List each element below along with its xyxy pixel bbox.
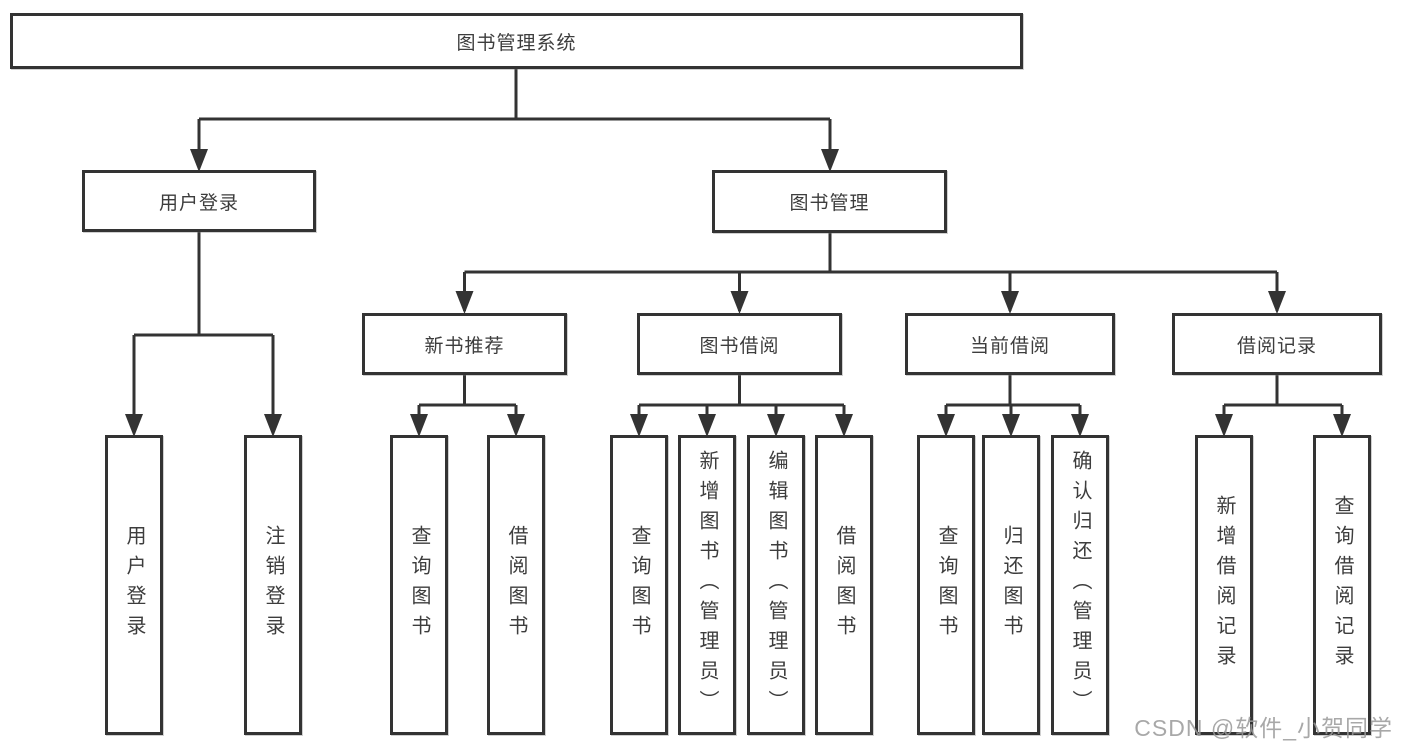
leaf-borrow-books: 借阅图书: [815, 435, 873, 735]
node-label: 编辑图书（管理员）: [765, 450, 787, 720]
node-label: 新书推荐: [424, 335, 505, 357]
leaf-confirm-return-admin: 确认归还（管理员）: [1051, 435, 1109, 735]
node-book-management-module: 图书管理: [712, 170, 947, 233]
node-label: 用户登录: [123, 525, 145, 645]
node-label: 借阅记录: [1236, 335, 1317, 357]
node-label: 图书管理: [789, 193, 870, 214]
node-root-system: 图书管理系统: [10, 13, 1023, 69]
node-current-borrowing: 当前借阅: [905, 313, 1115, 375]
node-label: 新增借阅记录: [1213, 495, 1235, 675]
node-label: 借阅图书: [505, 525, 527, 645]
node-label: 图书管理系统: [456, 32, 577, 54]
node-label: 借阅图书: [833, 525, 855, 645]
node-label: 查询借阅记录: [1331, 495, 1353, 675]
leaf-return-books: 归还图书: [982, 435, 1040, 735]
node-label: 注销登录: [262, 525, 284, 645]
leaf-query-borrow-record: 查询借阅记录: [1313, 435, 1371, 735]
node-label: 归还图书: [1000, 525, 1022, 645]
leaf-query-books-current: 查询图书: [917, 435, 975, 735]
leaf-query-books-borrow: 查询图书: [610, 435, 668, 735]
connector-arrowheads: [125, 149, 1351, 437]
node-book-borrowing: 图书借阅: [637, 313, 842, 375]
node-label: 新增图书（管理员）: [696, 450, 718, 720]
connector-lines: [132, 69, 1344, 433]
leaf-edit-books-admin: 编辑图书（管理员）: [747, 435, 805, 735]
node-borrowing-records: 借阅记录: [1172, 313, 1382, 375]
leaf-add-borrow-record: 新增借阅记录: [1195, 435, 1253, 735]
node-label: 确认归还（管理员）: [1069, 450, 1091, 720]
node-label: 用户登录: [158, 192, 239, 214]
node-label: 图书借阅: [699, 335, 780, 357]
leaf-logout: 注销登录: [244, 435, 302, 735]
node-label: 查询图书: [935, 525, 957, 645]
node-label: 查询图书: [628, 525, 650, 645]
node-label: 查询图书: [408, 525, 430, 645]
leaf-borrow-books-recommend: 借阅图书: [487, 435, 545, 735]
leaf-add-books-admin: 新增图书（管理员）: [678, 435, 736, 735]
leaf-query-books-recommend: 查询图书: [390, 435, 448, 735]
node-user-login-module: 用户登录: [82, 170, 316, 232]
leaf-user-login: 用户登录: [105, 435, 163, 735]
node-label: 当前借阅: [969, 335, 1050, 357]
node-new-book-recommend: 新书推荐: [362, 313, 567, 375]
